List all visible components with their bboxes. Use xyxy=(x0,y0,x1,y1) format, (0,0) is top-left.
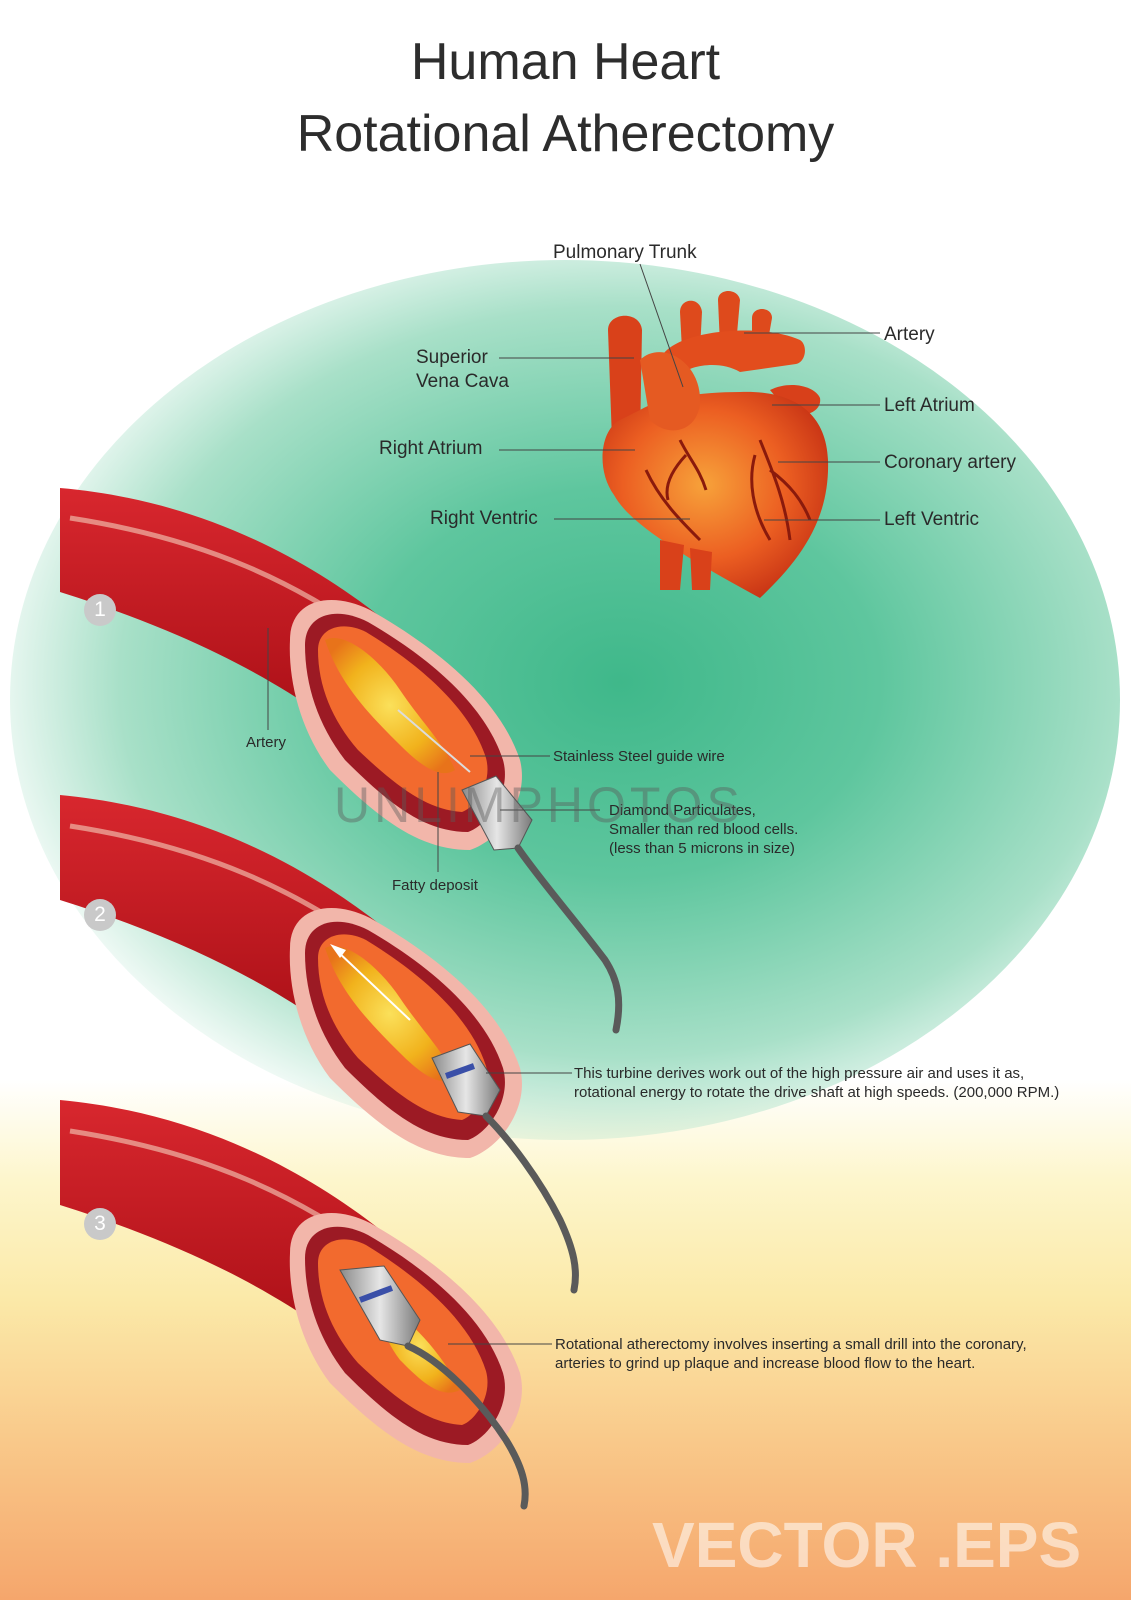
step-badge-2: 2 xyxy=(84,899,116,931)
label-turbine-1: This turbine derives work out of the hig… xyxy=(574,1065,1025,1082)
label-guide-wire: Stainless Steel guide wire xyxy=(553,748,725,765)
aortic-arch xyxy=(660,330,805,375)
inferior-vessel-2 xyxy=(690,548,712,590)
title-line-1: Human Heart xyxy=(410,33,721,91)
label-left-atrium: Left Atrium xyxy=(884,395,975,416)
pulmonary-trunk-shape xyxy=(640,352,700,431)
label-pulmonary-trunk: Pulmonary Trunk xyxy=(553,242,697,263)
vessel-step-1 xyxy=(60,488,623,1034)
label-diamond-3: (less than 5 microns in size) xyxy=(609,840,795,857)
label-turbine-2: rotational energy to rotate the drive sh… xyxy=(574,1084,1060,1101)
label-diamond-1: Diamond Particulates, xyxy=(609,802,756,819)
label-vessel-artery: Artery xyxy=(246,734,287,751)
label-right-atrium: Right Atrium xyxy=(379,438,483,459)
left-atrium-appendage xyxy=(770,384,821,416)
heart-leader-lines xyxy=(499,263,880,521)
title-line-2: Rotational Atherectomy xyxy=(296,105,835,163)
heart-body xyxy=(602,391,829,598)
step-badge-1: 1 xyxy=(84,594,116,626)
label-rotational-2: arteries to grind up plaque and increase… xyxy=(555,1355,976,1372)
label-left-ventric: Left Ventric xyxy=(884,509,980,530)
vessel-step-2 xyxy=(60,795,579,1294)
footer-badge: VECTOR .EPS xyxy=(652,1509,1082,1581)
inferior-vessel-1 xyxy=(660,540,684,590)
label-superior-vena-cava-2: Vena Cava xyxy=(416,371,509,392)
superior-vena-cava-shape xyxy=(608,315,642,440)
background-glow xyxy=(10,260,1120,1140)
label-fatty-deposit: Fatty deposit xyxy=(392,877,478,894)
label-artery: Artery xyxy=(884,324,935,345)
step-badge-3: 3 xyxy=(84,1208,116,1240)
watermark: UNLIMPHOTOS xyxy=(334,777,744,833)
label-right-ventric: Right Ventric xyxy=(430,508,538,529)
label-superior-vena-cava-1: Superior xyxy=(416,347,488,368)
procedure-leader-lines xyxy=(267,628,600,1345)
label-diamond-2: Smaller than red blood cells. xyxy=(609,821,799,838)
coronary-vessels xyxy=(644,439,812,542)
heart-illustration xyxy=(602,291,829,598)
label-rotational-1: Rotational atherectomy involves insertin… xyxy=(555,1336,1027,1353)
vessel-step-3 xyxy=(60,1100,529,1510)
label-coronary-artery: Coronary artery xyxy=(884,452,1016,473)
